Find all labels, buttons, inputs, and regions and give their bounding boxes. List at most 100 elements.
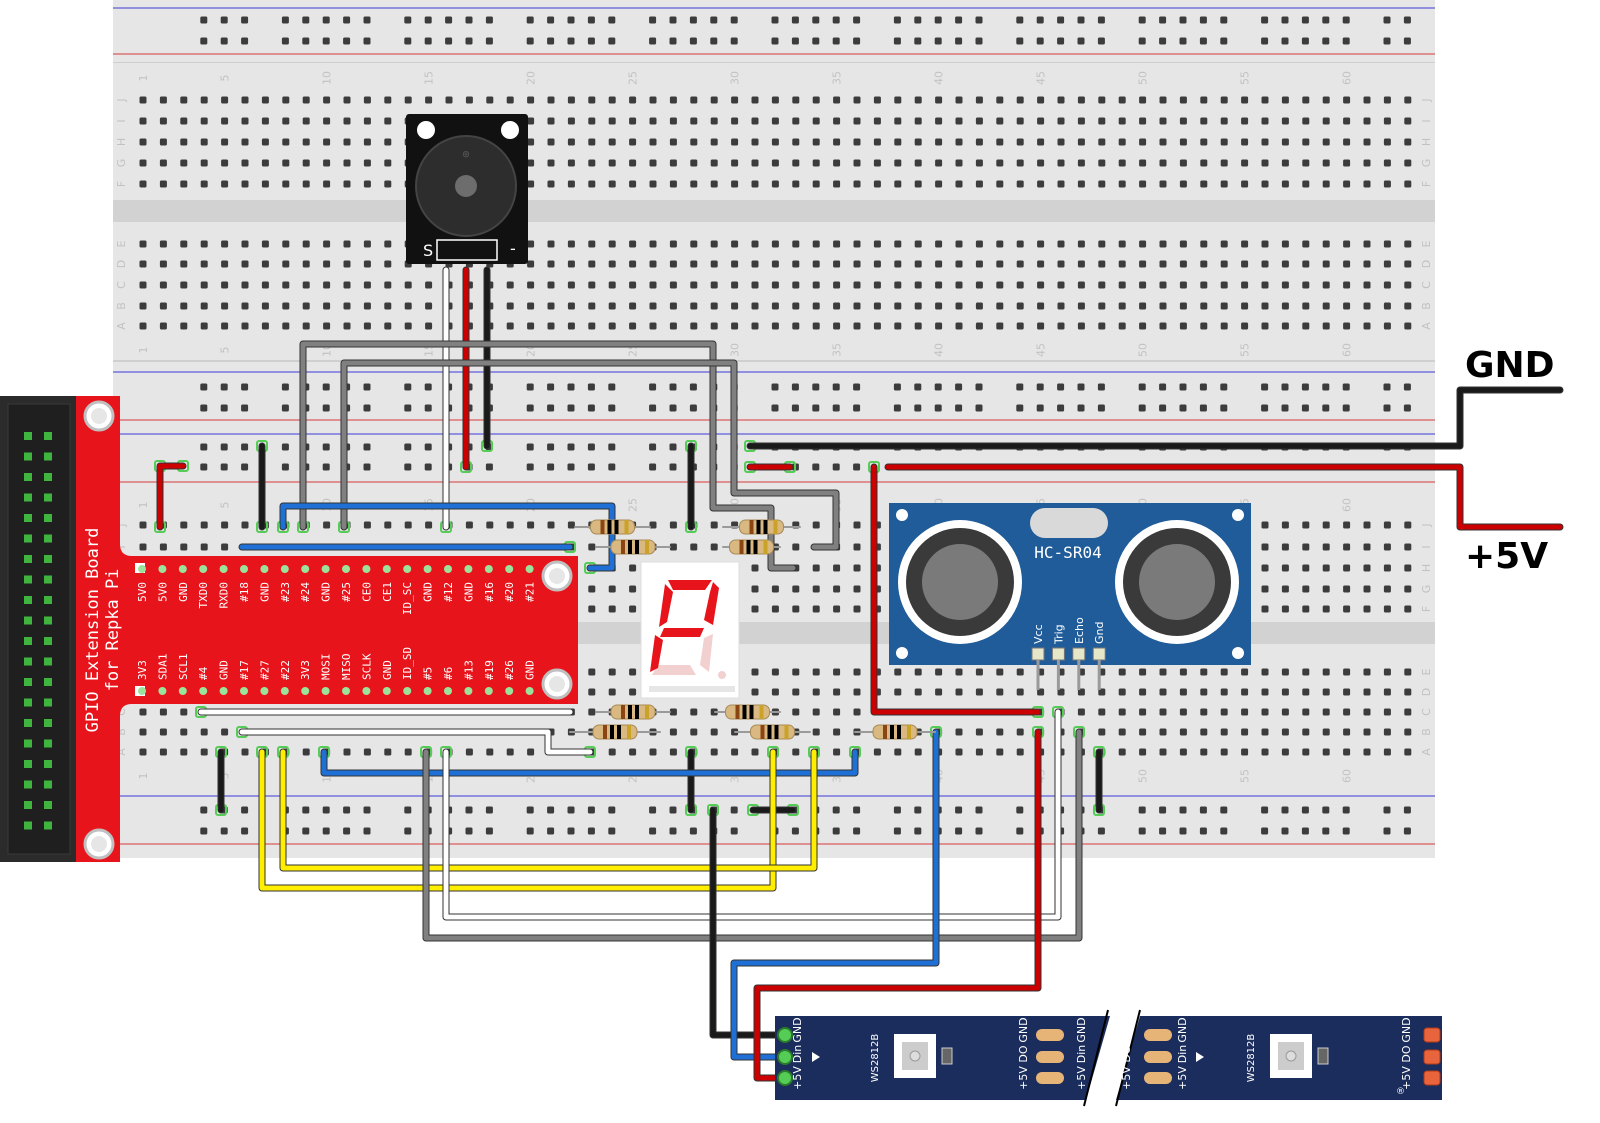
breadboard-hole bbox=[1404, 96, 1412, 104]
breadboard-hole bbox=[1363, 708, 1371, 716]
breadboard-hole bbox=[792, 180, 800, 188]
breadboard-hole bbox=[669, 37, 677, 45]
breadboard-hole bbox=[710, 16, 718, 24]
gpio-pin-label: #16 bbox=[483, 582, 496, 602]
breadboard-hole bbox=[221, 180, 229, 188]
breadboard-hole bbox=[445, 16, 453, 24]
breadboard-hole bbox=[1057, 383, 1065, 391]
breadboard-hole bbox=[710, 728, 718, 736]
breadboard-hole bbox=[261, 180, 269, 188]
row-letter: H bbox=[115, 138, 128, 146]
breadboard-hole bbox=[526, 16, 534, 24]
breadboard-hole bbox=[200, 827, 208, 835]
breadboard-hole bbox=[1138, 827, 1146, 835]
breadboard-hole bbox=[1363, 668, 1371, 676]
breadboard-hole bbox=[261, 117, 269, 125]
breadboard-hole bbox=[302, 748, 310, 756]
breadboard-hole bbox=[1016, 383, 1024, 391]
breadboard-hole bbox=[1383, 728, 1391, 736]
breadboard-hole bbox=[323, 322, 331, 330]
breadboard-hole bbox=[404, 748, 412, 756]
breadboard-hole bbox=[1139, 138, 1147, 146]
breadboard-hole bbox=[1016, 37, 1024, 45]
breadboard-hole bbox=[1383, 543, 1391, 551]
breadboard-hole bbox=[241, 117, 249, 125]
breadboard-hole bbox=[649, 138, 657, 146]
breadboard-hole bbox=[323, 240, 331, 248]
breadboard-hole bbox=[975, 827, 983, 835]
breadboard-hole bbox=[302, 96, 310, 104]
gpio-pin-label: #5 bbox=[422, 667, 435, 680]
breadboard-hole bbox=[1281, 180, 1289, 188]
breadboard-hole bbox=[1139, 748, 1147, 756]
breadboard-hole bbox=[1403, 806, 1411, 814]
breadboard-hole bbox=[751, 96, 759, 104]
breadboard-hole bbox=[710, 37, 718, 45]
breadboard-hole bbox=[792, 117, 800, 125]
column-number: 40 bbox=[933, 343, 946, 357]
breadboard-hole bbox=[1220, 260, 1228, 268]
breadboard-hole bbox=[343, 240, 351, 248]
breadboard-hole bbox=[894, 240, 902, 248]
breadboard-hole bbox=[282, 281, 290, 289]
breadboard-hole bbox=[914, 404, 922, 412]
breadboard-hole bbox=[1200, 728, 1208, 736]
breadboard-hole bbox=[1342, 404, 1350, 412]
resistor bbox=[574, 519, 651, 535]
breadboard-hole bbox=[608, 96, 616, 104]
header-pin bbox=[44, 698, 52, 707]
breadboard-hole bbox=[180, 96, 188, 104]
column-number: 35 bbox=[831, 71, 844, 85]
breadboard-hole bbox=[139, 281, 147, 289]
breadboard-hole bbox=[159, 728, 167, 736]
breadboard-hole bbox=[1343, 708, 1351, 716]
breadboard-hole bbox=[1220, 117, 1228, 125]
row-letter: B bbox=[115, 728, 128, 736]
breadboard-hole bbox=[180, 180, 188, 188]
breadboard-hole bbox=[1179, 383, 1187, 391]
row-letter: A bbox=[115, 748, 128, 756]
breadboard-hole bbox=[1343, 668, 1351, 676]
breadboard-hole bbox=[527, 180, 535, 188]
breadboard-hole bbox=[730, 806, 738, 814]
breadboard-hole bbox=[1179, 260, 1187, 268]
breadboard-hole bbox=[1077, 117, 1085, 125]
breadboard-hole bbox=[833, 240, 841, 248]
breadboard-hole bbox=[1077, 180, 1085, 188]
header-pin bbox=[44, 637, 52, 645]
breadboard-hole bbox=[567, 260, 575, 268]
breadboard-hole bbox=[200, 138, 208, 146]
breadboard-hole bbox=[669, 443, 677, 451]
sensor-pin bbox=[1072, 647, 1086, 661]
breadboard-hole bbox=[975, 260, 983, 268]
breadboard-hole bbox=[1241, 322, 1249, 330]
breadboard-hole bbox=[894, 260, 902, 268]
breadboard-hole bbox=[1383, 708, 1391, 716]
breadboard-hole bbox=[730, 37, 738, 45]
breadboard-hole bbox=[1200, 668, 1208, 676]
breadboard-hole bbox=[526, 463, 534, 471]
breadboard-hole bbox=[1281, 748, 1289, 756]
breadboard-hole bbox=[975, 281, 983, 289]
breadboard-hole bbox=[649, 159, 657, 167]
breadboard-hole bbox=[567, 322, 575, 330]
breadboard-hole bbox=[567, 138, 575, 146]
breadboard-hole bbox=[812, 260, 820, 268]
header-pins bbox=[24, 432, 52, 830]
breadboard-hole bbox=[1281, 117, 1289, 125]
breadboard-hole bbox=[1179, 138, 1187, 146]
breadboard-hole bbox=[1200, 688, 1208, 696]
breadboard-hole bbox=[894, 159, 902, 167]
breadboard-hole bbox=[1281, 260, 1289, 268]
breadboard-hole bbox=[771, 180, 779, 188]
breadboard-hole bbox=[731, 138, 739, 146]
breadboard-hole bbox=[751, 302, 759, 310]
breadboard-hole bbox=[485, 806, 493, 814]
breadboard-hole bbox=[1077, 322, 1085, 330]
breadboard-hole bbox=[567, 383, 575, 391]
sensor-pin-label: Gnd bbox=[1093, 622, 1106, 644]
breadboard-hole bbox=[425, 322, 433, 330]
column-number: 60 bbox=[1341, 71, 1354, 85]
breadboard-hole bbox=[771, 138, 779, 146]
